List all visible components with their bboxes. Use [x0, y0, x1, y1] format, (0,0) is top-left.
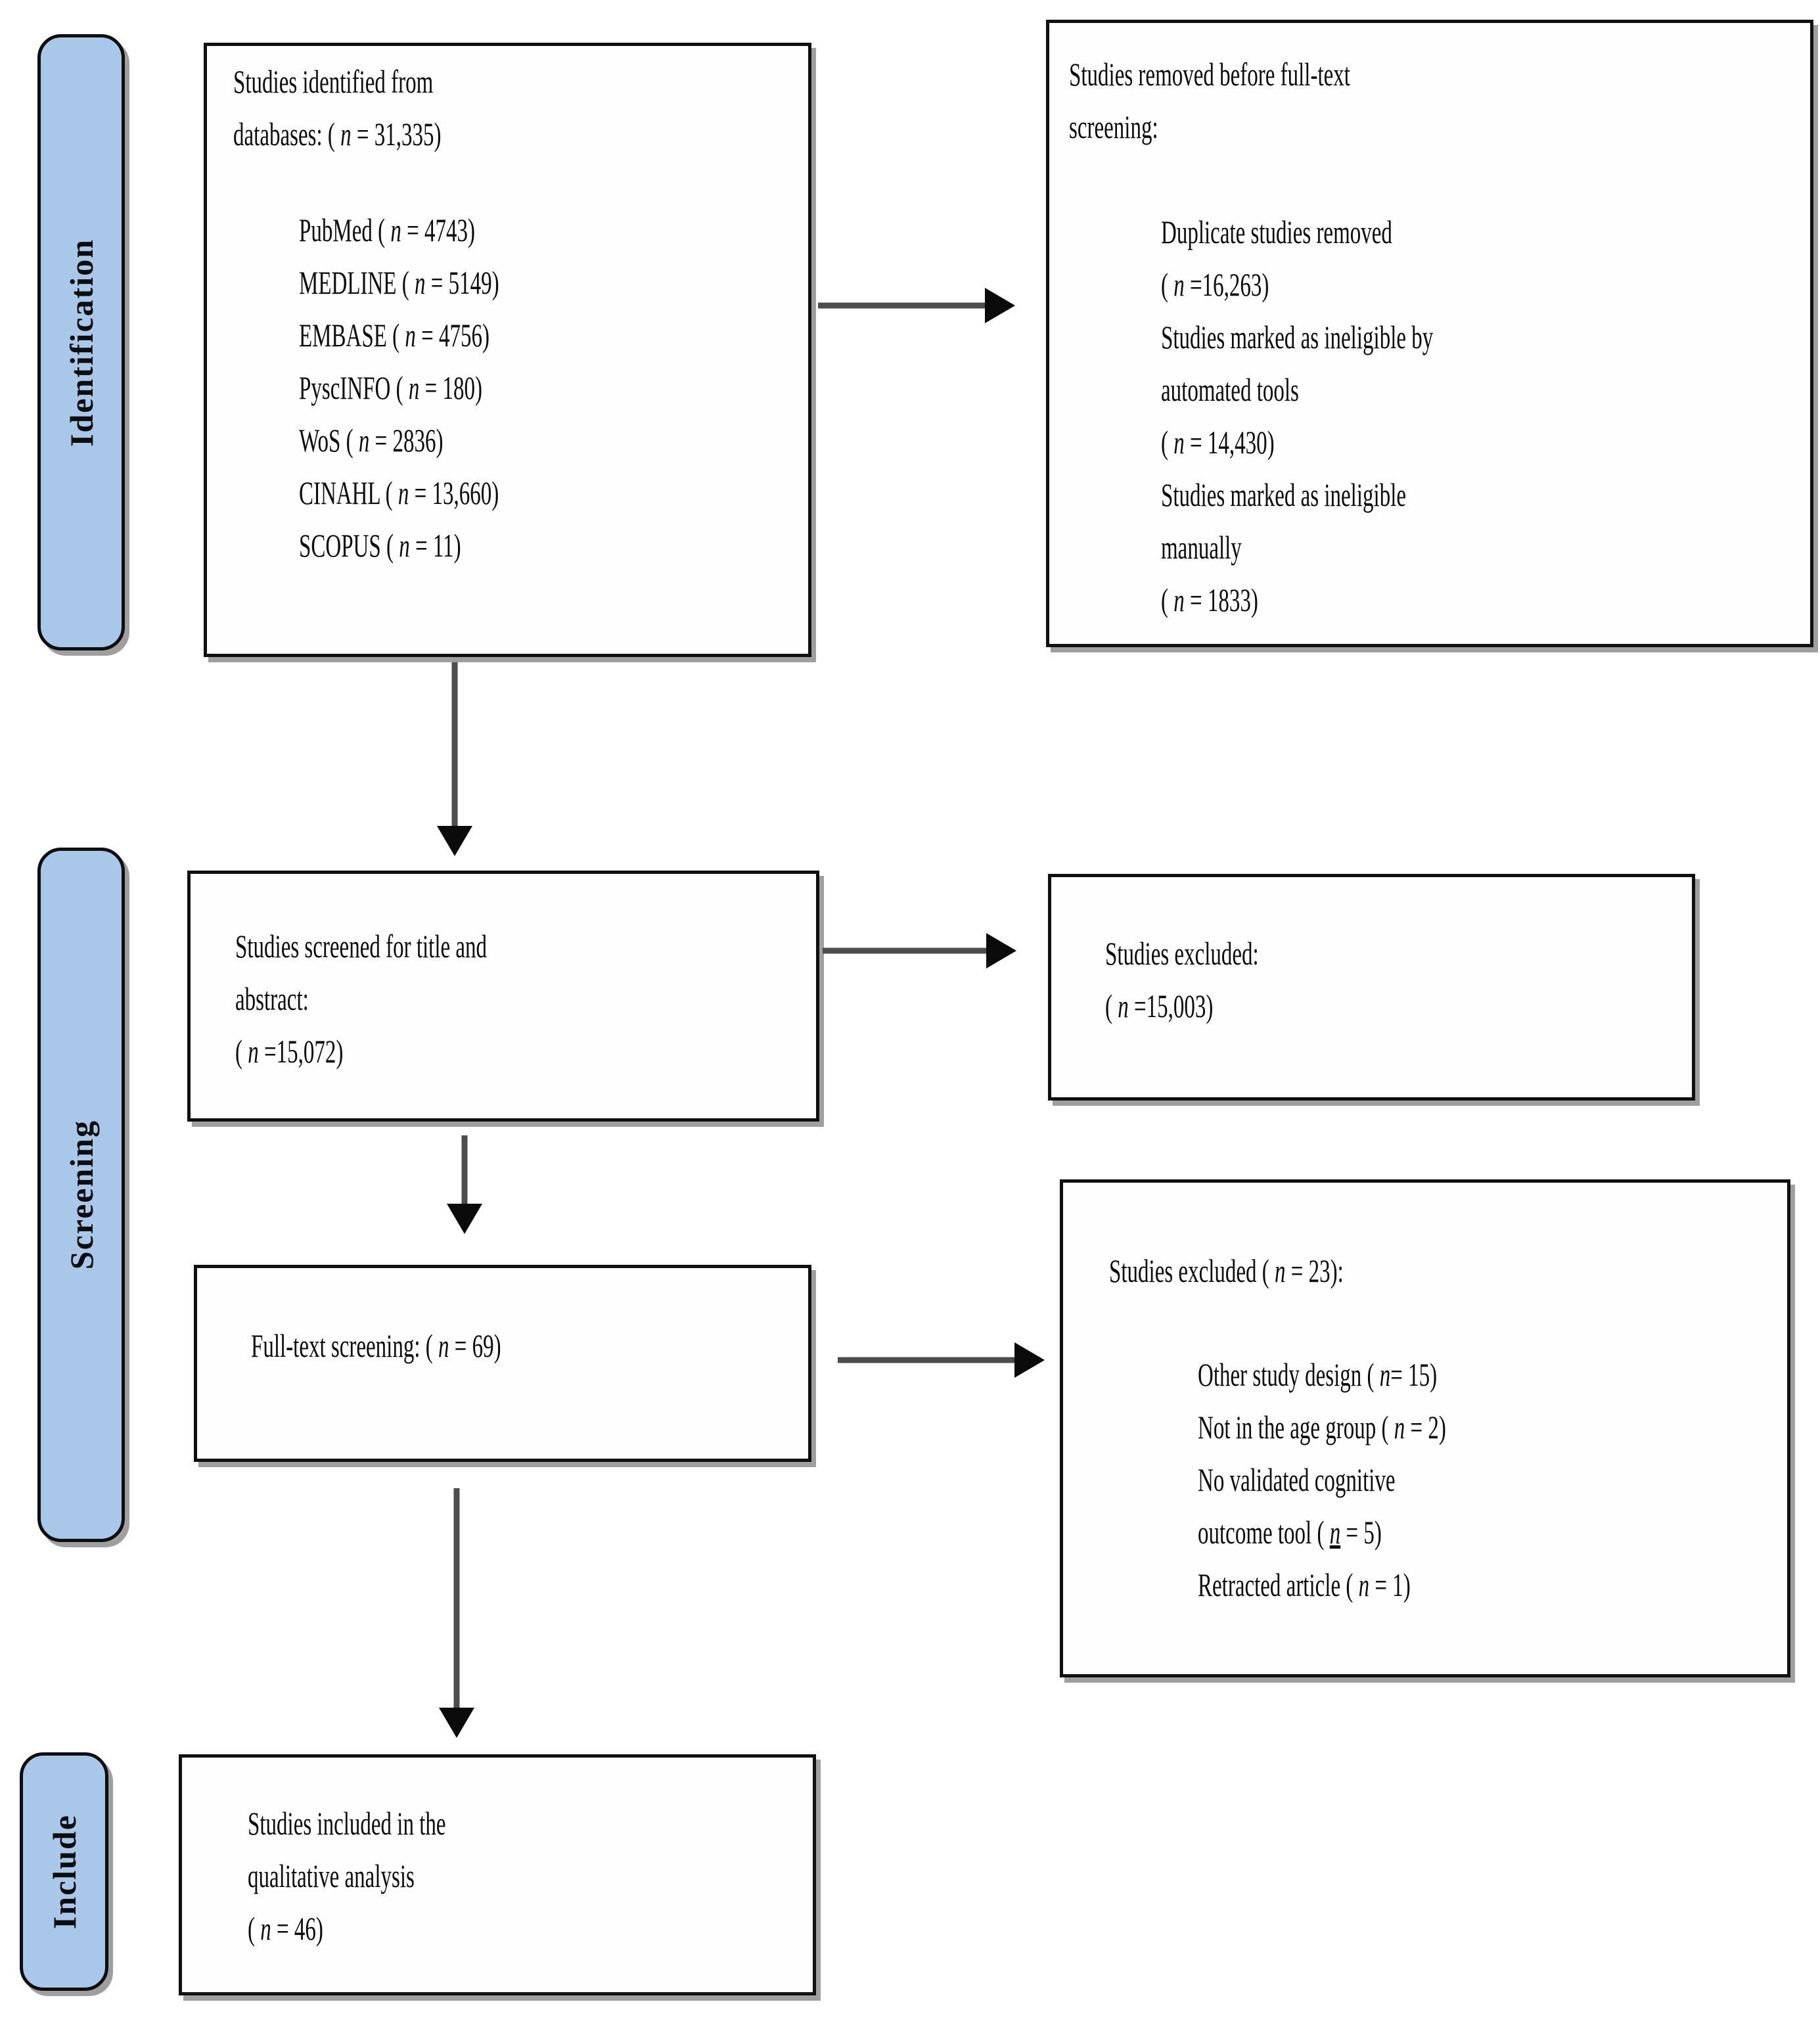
flow-arrow-screened-to-excluded [823, 932, 1016, 969]
removal-item: ( n = 1833) [1161, 581, 1258, 618]
stage-label-identification: Identification [62, 238, 100, 447]
arrow-head-right-icon [1014, 1342, 1045, 1378]
flow-arrow-identified-to-screened [436, 662, 473, 856]
box-text-line: Studies removed before full-text [1069, 56, 1350, 93]
removal-item: manually [1161, 529, 1242, 566]
database-item: PubMed ( n = 4743) [299, 212, 475, 248]
removal-item: ( n = 14,430) [1161, 424, 1275, 461]
box-text-line: Studies excluded: [1105, 935, 1259, 972]
stage-label-include: Include [45, 1813, 83, 1930]
box-text-line: Studies included in the [248, 1805, 446, 1842]
stage-bar-identification: Identification [37, 34, 125, 650]
exclusion-item: outcome tool ( n = 5) [1198, 1514, 1382, 1551]
database-item: CINAHL ( n = 13,660) [299, 474, 499, 511]
arrow-head-down-icon [437, 826, 472, 856]
box-studies-excluded-fulltext: Studies excluded ( n = 23): Other study … [1060, 1179, 1790, 1677]
removal-item: Duplicate studies removed [1161, 214, 1392, 250]
flow-arrow-fulltext-to-excluded [838, 1342, 1045, 1378]
arrow-head-down-icon [447, 1204, 482, 1234]
arrow-shaft [461, 1135, 468, 1205]
stage-bar-include: Include [20, 1752, 108, 1991]
box-studies-excluded-title-abstract: Studies excluded: ( n =15,003) [1048, 874, 1695, 1101]
stage-bar-screening: Screening [37, 848, 125, 1542]
box-text-line: screening: [1069, 108, 1158, 145]
removal-item: Studies marked as ineligible [1161, 476, 1407, 513]
box-text-line: ( n =15,003) [1105, 988, 1214, 1024]
flow-arrow-identified-to-removed [818, 287, 1015, 324]
exclusion-item: Retracted article ( n = 1) [1198, 1566, 1411, 1603]
box-studies-removed: Studies removed before full-text screeni… [1046, 20, 1813, 647]
removal-reason-list: Duplicate studies removed ( n =16,263) S… [1069, 206, 1800, 626]
flow-arrow-fulltext-to-included [438, 1488, 475, 1738]
box-studies-screened: Studies screened for title and abstract:… [187, 871, 819, 1122]
removal-item: ( n =16,263) [1161, 266, 1269, 303]
arrow-head-right-icon [986, 933, 1016, 968]
exclusion-item: Not in the age group ( n = 2) [1198, 1409, 1446, 1445]
box-fulltext-screening: Full-text screening: ( n = 69) [194, 1265, 811, 1462]
arrow-shaft [818, 302, 986, 309]
arrow-shaft [823, 947, 988, 954]
database-count-list: PubMed ( n = 4743) MEDLINE ( n = 5149) E… [233, 204, 798, 572]
box-text-line: abstract: [235, 980, 309, 1017]
box-text-line: databases: ( n = 31,335) [233, 116, 442, 152]
exclusion-reason-list: Other study design ( n= 15) Not in the a… [1109, 1348, 1777, 1611]
removal-item: automated tools [1161, 371, 1299, 408]
exclusion-item: Other study design ( n= 15) [1198, 1356, 1438, 1393]
box-text-line: qualitative analysis [248, 1857, 415, 1894]
box-studies-identified: Studies identified from databases: ( n =… [204, 43, 811, 657]
database-item: PyscINFO ( n = 180) [299, 369, 482, 406]
box-text-line: Studies screened for title and [235, 928, 488, 965]
box-text-line: Studies excluded ( n = 23): [1109, 1252, 1344, 1289]
arrow-shaft [838, 1357, 1016, 1363]
arrow-shaft [451, 662, 458, 827]
database-item: SCOPUS ( n = 11) [299, 527, 461, 564]
arrow-shaft [453, 1488, 460, 1709]
removal-item: Studies marked as ineligible by [1161, 319, 1434, 355]
database-item: WoS ( n = 2836) [299, 422, 444, 459]
arrow-head-down-icon [439, 1708, 474, 1738]
database-item: MEDLINE ( n = 5149) [299, 264, 499, 301]
box-text-line: ( n =15,072) [235, 1033, 344, 1070]
arrow-head-right-icon [985, 288, 1015, 323]
box-text-line: Studies identified from [233, 63, 434, 100]
flow-arrow-screened-to-fulltext [446, 1135, 483, 1234]
box-studies-included: Studies included in the qualitative anal… [179, 1754, 816, 1995]
stage-label-screening: Screening [62, 1120, 100, 1270]
database-item: EMBASE ( n = 4756) [299, 317, 489, 353]
box-text-line: Full-text screening: ( n = 69) [251, 1327, 501, 1364]
box-text-line: ( n = 46) [248, 1910, 323, 1947]
exclusion-item: No validated cognitive [1198, 1461, 1396, 1498]
